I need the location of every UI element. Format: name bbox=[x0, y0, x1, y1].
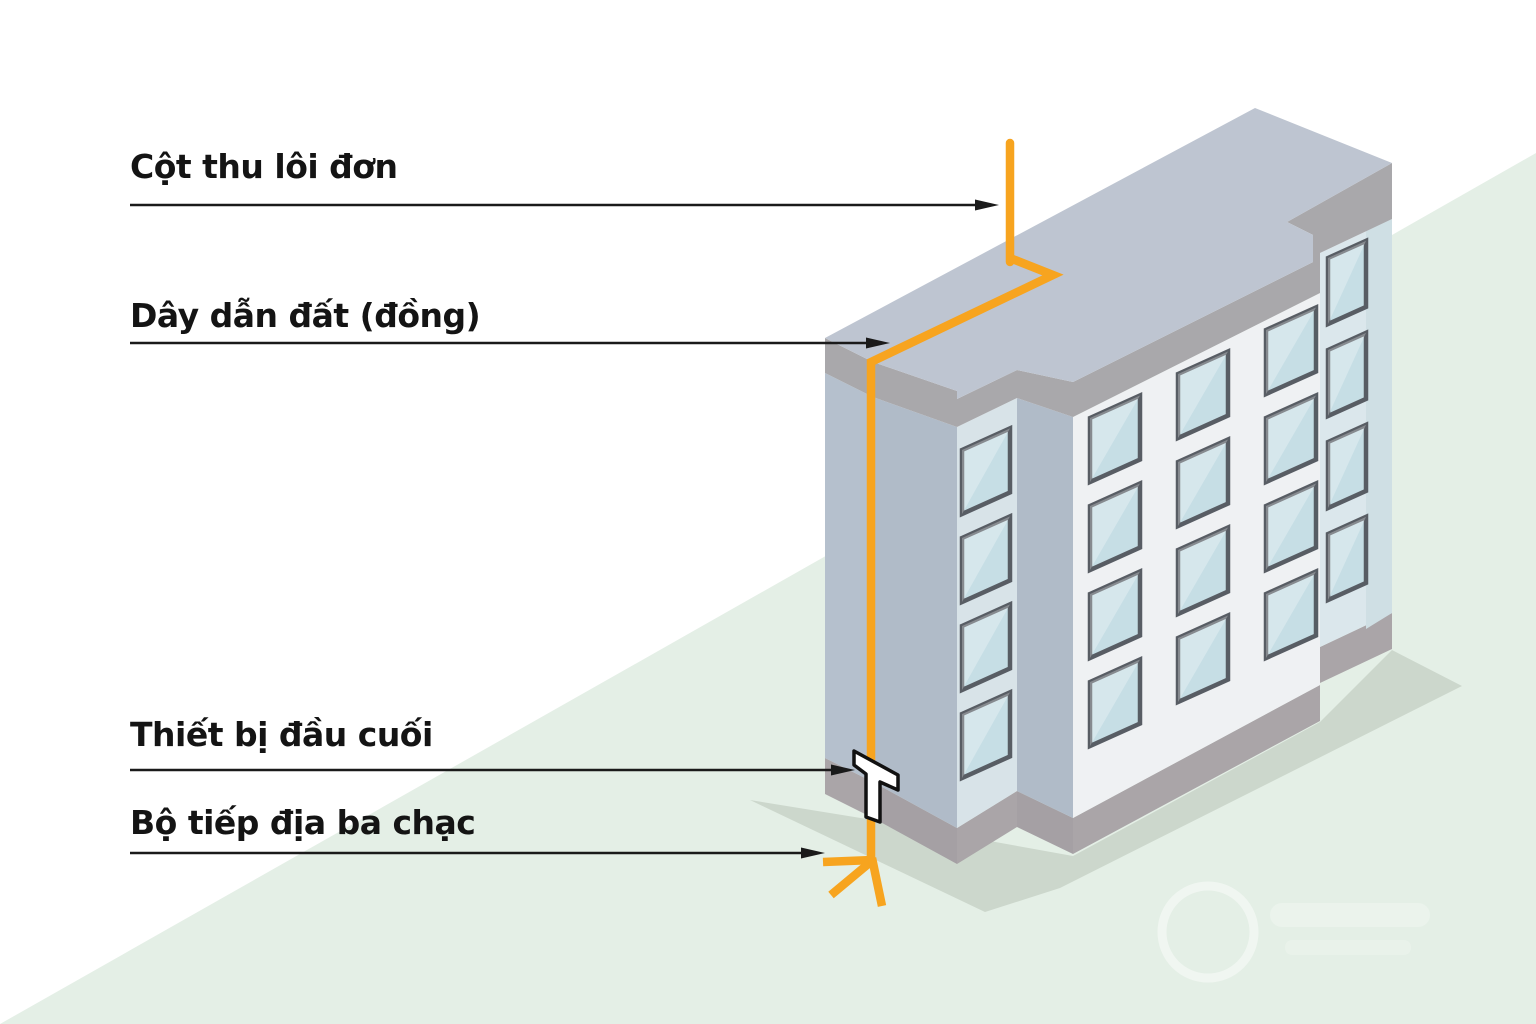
plinth-tower bbox=[1320, 613, 1392, 683]
watermark-text-ghost bbox=[1270, 903, 1430, 927]
ground-prong-diagonal bbox=[828, 856, 876, 899]
leader-grounding-rods bbox=[130, 847, 825, 859]
window-reflection bbox=[1328, 516, 1366, 600]
label-grounding-rods: Bộ tiếp địa ba chạc bbox=[130, 803, 475, 842]
arrowhead-icon bbox=[866, 337, 890, 349]
window bbox=[1087, 480, 1143, 574]
arrowhead-icon bbox=[831, 764, 855, 776]
roof-fascia bbox=[825, 163, 1392, 427]
window bbox=[1087, 568, 1143, 662]
window bbox=[1263, 480, 1319, 574]
window-reflection bbox=[1266, 571, 1316, 658]
plinth-front bbox=[1073, 685, 1320, 854]
window bbox=[1325, 329, 1369, 420]
window bbox=[959, 424, 1013, 518]
windows bbox=[959, 237, 1369, 782]
lightning-protection-system bbox=[822, 138, 1064, 907]
window-reflection bbox=[1266, 307, 1316, 394]
watermark-circle-icon bbox=[1157, 881, 1259, 983]
window bbox=[1175, 524, 1231, 618]
down-conductor bbox=[866, 254, 1064, 861]
window-reflection bbox=[1178, 439, 1228, 526]
window-reflection bbox=[1328, 332, 1366, 416]
window bbox=[959, 512, 1013, 606]
wall-corner-face bbox=[873, 397, 957, 828]
label-lightning-rod: Cột thu lôi đơn bbox=[130, 147, 397, 186]
labels: Cột thu lôi đơn Dây dẫn đất (đồng) Thiết… bbox=[130, 147, 481, 842]
watermark bbox=[1157, 881, 1430, 983]
window bbox=[1175, 612, 1231, 706]
window bbox=[1263, 304, 1319, 398]
leader-lightning-rod bbox=[130, 199, 999, 211]
window-reflection bbox=[1090, 483, 1140, 570]
arrowhead-icon bbox=[975, 199, 999, 211]
window-reflection bbox=[962, 516, 1010, 602]
window bbox=[1087, 392, 1143, 486]
window-reflection bbox=[1090, 659, 1140, 746]
window bbox=[1325, 513, 1369, 604]
building bbox=[825, 108, 1392, 864]
window bbox=[1087, 656, 1143, 750]
window bbox=[1325, 421, 1369, 512]
label-down-conductor: Dây dẫn đất (đồng) bbox=[130, 296, 480, 335]
plinth-bay bbox=[957, 791, 1017, 864]
window-reflection bbox=[1266, 483, 1316, 570]
plinth-corner bbox=[873, 782, 957, 864]
window bbox=[1263, 568, 1319, 662]
window-reflection bbox=[1090, 395, 1140, 482]
window bbox=[1325, 237, 1369, 328]
window bbox=[1175, 348, 1231, 442]
window-reflection bbox=[1178, 615, 1228, 702]
window-reflection bbox=[1328, 424, 1366, 508]
plinth-slot bbox=[1017, 791, 1073, 854]
label-terminal-device: Thiết bị đầu cuối bbox=[130, 715, 433, 754]
window-reflection bbox=[962, 692, 1010, 778]
arrowhead-icon bbox=[801, 847, 825, 859]
roof-top bbox=[825, 108, 1392, 399]
watermark-text-ghost bbox=[1285, 940, 1411, 955]
window bbox=[959, 600, 1013, 694]
window-reflection bbox=[1178, 527, 1228, 614]
window-reflection bbox=[1178, 351, 1228, 438]
ground-prong-left bbox=[822, 855, 874, 867]
window-reflection bbox=[1090, 571, 1140, 658]
ground-prong-down bbox=[867, 857, 887, 907]
window bbox=[1263, 392, 1319, 486]
terminal-device bbox=[852, 749, 900, 824]
wall-right-tower-strip bbox=[1366, 219, 1392, 629]
window bbox=[959, 688, 1013, 782]
wall-left-face bbox=[825, 373, 873, 782]
wall-slot-side bbox=[1017, 398, 1073, 818]
leader-down-conductor bbox=[130, 337, 890, 349]
window bbox=[1175, 436, 1231, 530]
window-reflection bbox=[962, 604, 1010, 690]
building-plinth bbox=[825, 613, 1392, 864]
window-reflection bbox=[962, 428, 1010, 514]
leader-arrows bbox=[130, 199, 999, 859]
window-reflection bbox=[1266, 395, 1316, 482]
window-reflection bbox=[1328, 240, 1366, 324]
grounding-rods bbox=[822, 855, 887, 907]
leader-terminal-device bbox=[130, 764, 855, 776]
